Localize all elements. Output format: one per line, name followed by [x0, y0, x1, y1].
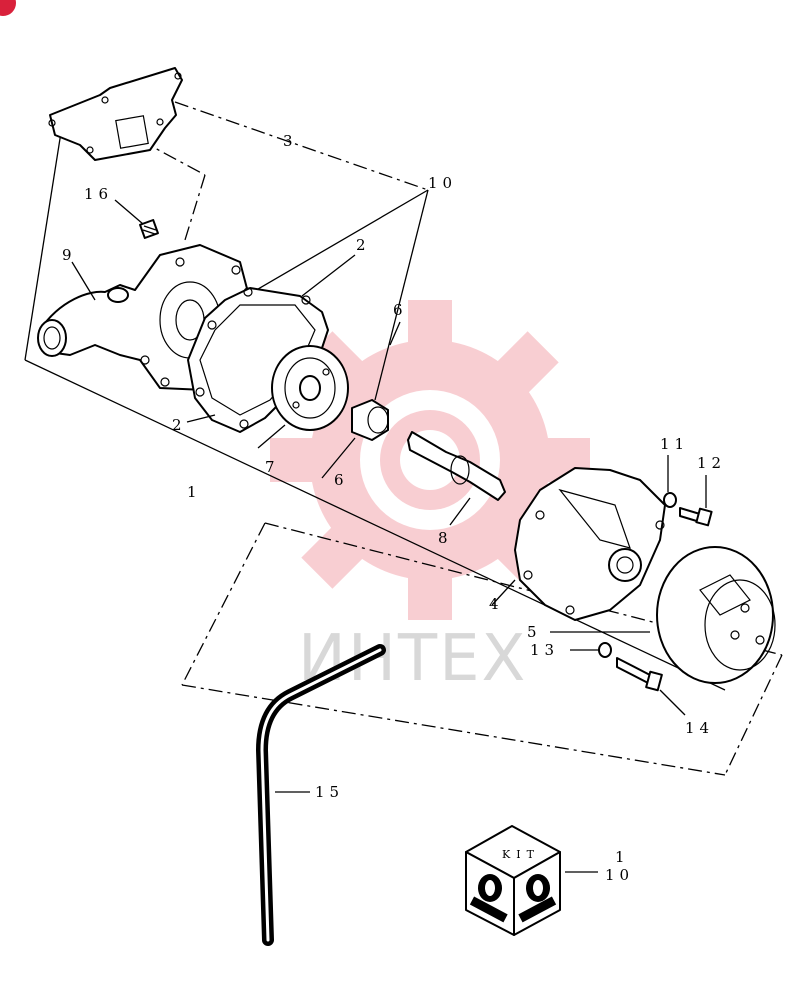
callout-14: 14: [685, 719, 714, 737]
washer-part: [663, 492, 677, 508]
pulley-part: [656, 546, 776, 684]
shaft-part: [407, 431, 506, 501]
bolt-lower-part: [616, 657, 663, 692]
kit-label: KIT: [502, 848, 540, 861]
leader-lines: [71, 189, 707, 873]
gasket-plate-part: [48, 67, 183, 161]
kit-box-icon: KIT: [465, 825, 561, 936]
new-holland-logo-left-icon: [469, 874, 508, 923]
kit-callout-1: 1: [615, 848, 630, 866]
callout-15: 15: [315, 783, 344, 801]
callout-16: 16: [84, 185, 113, 203]
callout-11: 11: [660, 435, 689, 453]
kit-callout-10: 10: [605, 866, 634, 884]
belt-part: [256, 644, 386, 946]
callout-6-upper: 6: [393, 301, 408, 319]
callout-12: 12: [697, 454, 726, 472]
bearing-housing-part: [514, 467, 666, 621]
new-holland-logo-right-icon: [518, 874, 557, 923]
bolt-upper-part: [679, 507, 713, 527]
callout-8: 8: [438, 529, 453, 547]
nut-part: [598, 642, 612, 658]
callout-10: 10: [428, 174, 457, 192]
callout-5: 5: [527, 623, 542, 641]
callout-2-lower: 2: [172, 416, 187, 434]
callout-7: 7: [265, 458, 280, 476]
callout-2-upper: 2: [356, 236, 371, 254]
callout-4: 4: [489, 595, 504, 613]
corner-badge: [0, 0, 16, 16]
callout-6-lower: 6: [334, 471, 349, 489]
watermark-text: ИНТЕХ: [298, 622, 527, 696]
impeller-part: [271, 345, 349, 431]
callout-13: 13: [530, 641, 559, 659]
callout-1: 1: [187, 483, 202, 501]
callout-9: 9: [62, 246, 77, 264]
seal-part: [351, 399, 389, 441]
callout-3: 3: [283, 132, 298, 150]
plug-part: [139, 219, 159, 239]
